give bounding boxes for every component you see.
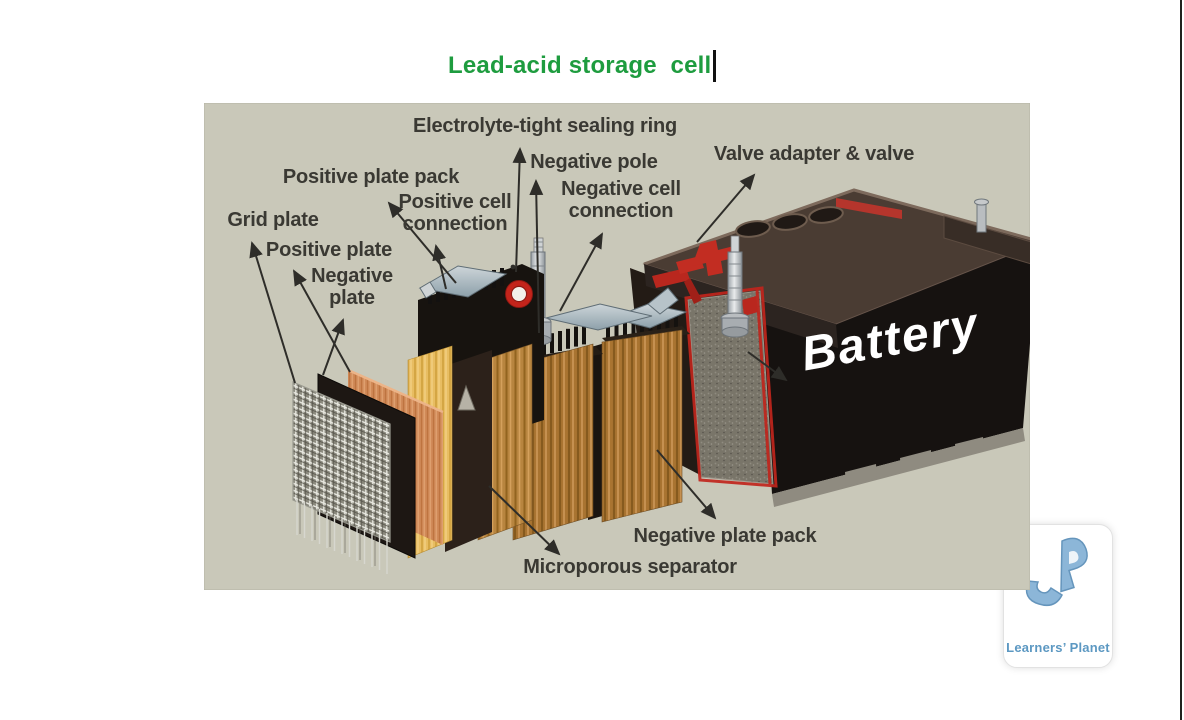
- pointer-arrows: [249, 147, 788, 556]
- label-valve-adapter: Valve adapter & valve: [713, 143, 915, 165]
- negative-plate-pack-graphic: [588, 287, 690, 523]
- label-negative-pole: Negative pole: [530, 151, 658, 173]
- battery-diagram-svg: Battery: [204, 103, 1030, 590]
- label-positive-plate: Positive plate: [265, 239, 393, 261]
- label-negative-plate: Negative plate: [311, 265, 393, 309]
- label-electrolyte-sealing-ring: Electrolyte-tight sealing ring: [412, 115, 678, 137]
- label-microporous-separator: Microporous separator: [523, 556, 737, 578]
- title-text: Lead-acid storage cell: [448, 52, 712, 79]
- label-grid-plate: Grid plate: [227, 209, 319, 231]
- grid-plate-graphic: [292, 381, 391, 574]
- label-negative-plate-pack: Negative plate pack: [633, 525, 817, 547]
- right-edge-line: [1180, 0, 1182, 720]
- logo-monogram-icon: [1025, 537, 1088, 607]
- learners-planet-logo: Learners’ Planet: [1003, 524, 1113, 668]
- label-positive-cell-connection: Positive cell connection: [398, 191, 512, 235]
- logo-brand-text: Learners’ Planet: [1006, 640, 1110, 655]
- seal-ring-graphic: [505, 264, 533, 308]
- diagram-image: Battery: [204, 103, 1030, 590]
- label-positive-plate-pack: Positive plate pack: [282, 166, 460, 188]
- valve-adapter-graphic: [652, 240, 758, 316]
- lesson-title[interactable]: Lead-acid storage cell: [448, 48, 717, 84]
- label-negative-cell-connection: Negative cell connection: [561, 178, 681, 222]
- text-caret: [713, 50, 717, 82]
